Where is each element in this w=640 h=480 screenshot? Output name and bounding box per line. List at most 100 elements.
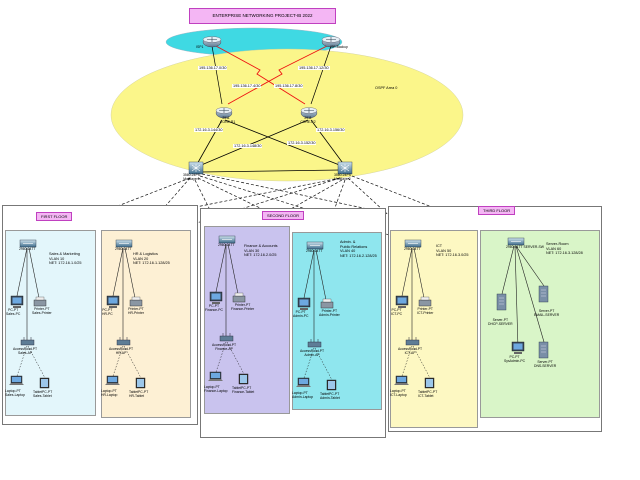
tablet-type: TabletPC-PT	[33, 390, 53, 394]
core-r1-label: 2911 CORE-R1	[220, 116, 235, 125]
pc-type: PC-PT	[208, 304, 220, 308]
server-icon	[538, 341, 549, 359]
sysadmin-pc-name: SysAdmin-PC	[504, 358, 526, 363]
zone-net: NET: 172.16.1.128/25	[133, 261, 170, 266]
isp1-label: ISP1	[196, 45, 204, 49]
laptop-name: Sales-Laptop	[5, 392, 25, 397]
pc-icon	[395, 295, 409, 308]
server-room-info: Server-Room VLAN 60 NET: 172.16.3.128/28	[546, 242, 583, 256]
printer-icon	[232, 292, 246, 303]
printer-icon	[129, 296, 143, 307]
printer-icon	[320, 298, 334, 309]
laptop-name: Finance-Laptop	[204, 388, 228, 393]
pc-icon	[209, 291, 223, 304]
zone-vlan: VLAN 30	[244, 248, 260, 253]
net-label: 195.136.17.0/30	[198, 66, 228, 70]
laptop-icon	[105, 375, 120, 385]
dhcp-server-type: Server-PT	[492, 318, 509, 322]
zone-svg	[394, 239, 435, 389]
multilayer1-label: 3560-24PS Multilayer1	[183, 173, 200, 182]
printer-type: Printer-PT	[128, 307, 144, 311]
switch-icon	[306, 241, 324, 250]
tablet-icon	[326, 379, 337, 391]
server-switch-model: 2960-24TT	[506, 245, 523, 249]
tablet-type: TabletPC-PT	[129, 390, 149, 394]
multilayer1-name: Multilayer1	[183, 176, 200, 181]
access-point-icon	[405, 337, 420, 346]
pc-icon	[106, 295, 120, 308]
printer-type: Printer-PT	[417, 307, 433, 311]
ap-name: Finance-AP	[215, 346, 233, 351]
printer-name: HR-Printer	[128, 310, 145, 315]
laptop-type: Laptop-PT	[390, 389, 406, 393]
printer-name: Sales-Printer	[32, 310, 52, 315]
multilayer-switch-icon	[337, 161, 353, 175]
pc-type: PC-PT	[8, 308, 19, 312]
pc-name: ICT-PC	[391, 311, 403, 316]
net-label: 195.136.17.8/30	[274, 84, 304, 88]
ap-type: AccessPoint-PT	[300, 349, 325, 353]
dhcp-server-name: DHCP-SERVER	[488, 321, 513, 326]
net-label: 172.16.3.152/30	[287, 141, 317, 145]
email-server-label: Server-PT EMAIL-SERVER	[534, 309, 559, 318]
tablet-name: ICT-Tablet	[418, 393, 434, 398]
access-point-icon	[307, 339, 322, 348]
tablet-type: TabletPC-PT	[232, 386, 252, 390]
switch-label: 2960-24TT	[218, 243, 235, 247]
ap-name: ICT-AP	[404, 350, 416, 355]
server-switch-label: 2960-24TT SERVER-SW	[506, 245, 544, 250]
dhcp-server-label: Server-PT DHCP-SERVER	[488, 318, 513, 327]
zone-net: NET: 172.16.2.0/25	[244, 253, 277, 258]
tablet-name: Admin-Tablet	[320, 395, 340, 400]
router-icon	[215, 107, 233, 119]
switch-icon	[19, 239, 37, 248]
laptop-type: Laptop-PT	[101, 389, 117, 393]
ap-name: Admin-AP	[304, 352, 320, 357]
server-room: 2960-24TT SERVER-SW Server-Room VLAN 60 …	[480, 230, 598, 416]
core-r2-label: 2911 CORE-R2	[300, 116, 316, 125]
zone-name: Admin. & Public Relations	[340, 240, 368, 249]
switch-icon	[507, 237, 525, 246]
access-point-icon	[219, 333, 234, 342]
dns-server-name: DNS-SERVER	[534, 363, 557, 368]
laptop-name: HR-Laptop	[101, 392, 118, 397]
printer-name: ICT-Printer	[417, 310, 434, 315]
net-label: 195.136.17.12/30	[298, 66, 330, 70]
tablet-type: TabletPC-PT	[418, 390, 438, 394]
laptop-icon	[394, 375, 409, 385]
multilayer2-label: 3560-24PS Multilayer2	[334, 173, 351, 182]
sysadmin-pc-label: PC-PT SysAdmin-PC	[504, 355, 526, 364]
ospf-area	[110, 48, 464, 182]
multilayer-switch-icon	[188, 161, 204, 175]
net-label: 172.16.3.156/30	[316, 128, 346, 132]
zone-svg	[208, 235, 249, 385]
tablet-icon	[39, 377, 50, 389]
zone-svg	[9, 239, 50, 389]
dns-server-label: Server-PT DNS-SERVER	[534, 360, 557, 369]
net-label: 172.16.3.148/30	[233, 144, 263, 148]
printer-icon	[33, 296, 47, 307]
switch-label: 2960-24TT	[306, 249, 323, 253]
switch-icon	[404, 239, 422, 248]
zone-name: Sales & Marketing	[49, 252, 80, 256]
laptop-type: Laptop-PT	[292, 391, 308, 395]
core-r2-name: CORE-R2	[300, 119, 316, 124]
tablet-name: Finance-Tablet	[232, 389, 255, 394]
